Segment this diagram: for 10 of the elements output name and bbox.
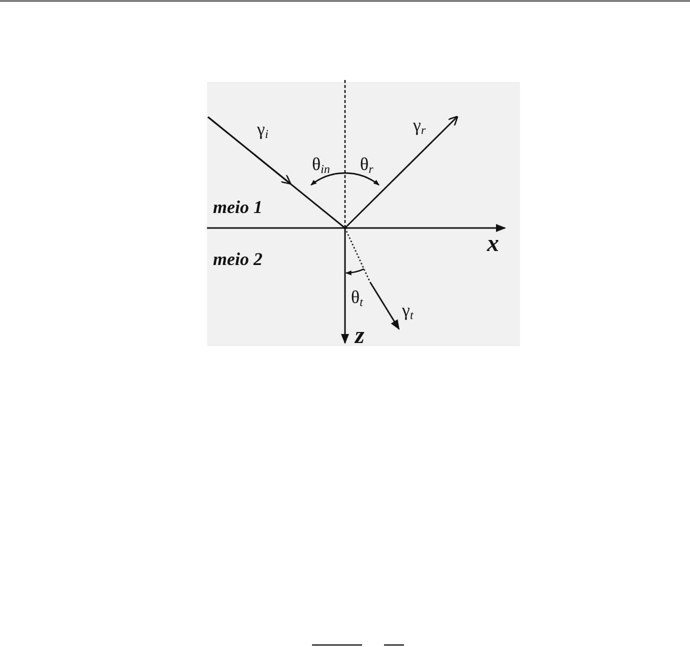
axis-label: x — [487, 232, 499, 256]
angle-label: θ$_{t}$ — [351, 288, 363, 308]
ray-label: γ$_{r}$ — [413, 116, 426, 136]
angle-label: θ$_{r}$ — [360, 155, 374, 175]
axis-label: z — [355, 324, 364, 348]
ray-label: γ$_{t}$ — [402, 301, 414, 321]
medium-label: meio 2 — [213, 250, 262, 268]
medium-label: meio 1 — [213, 198, 262, 216]
angle-label: θ$_{in}$ — [312, 155, 330, 175]
ray-label: γ$_{i}$ — [257, 120, 268, 140]
